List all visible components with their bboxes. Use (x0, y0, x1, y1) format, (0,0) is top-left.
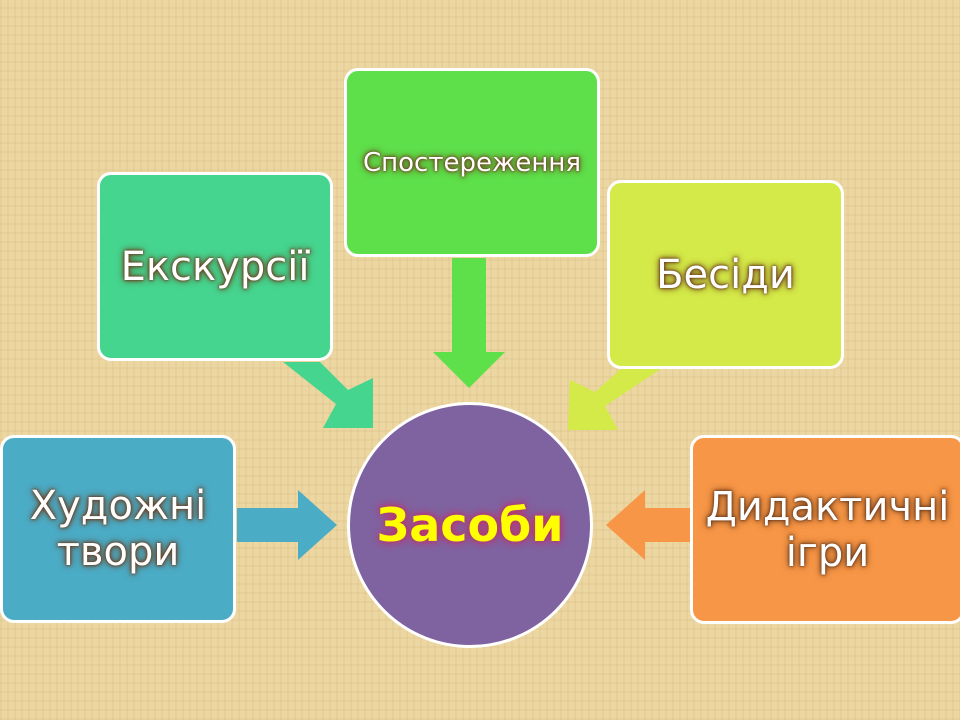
node-label: Спостереження (362, 148, 582, 178)
node-khudozhni-tvory: Художні твори (0, 435, 236, 623)
node-label: Дидактичні ігри (705, 483, 950, 576)
center-label: Засоби (376, 498, 564, 552)
node-label: Екскурсії (120, 243, 310, 290)
node-besidy: Бесіди (607, 180, 844, 369)
node-dydaktychni-igry: Дидактичні ігри (690, 435, 960, 624)
arrow-from-khudozhni (237, 490, 337, 560)
node-ekskursii: Екскурсії (97, 172, 333, 361)
node-label: Художні твори (29, 483, 207, 575)
arrow-from-ekskursii (283, 362, 373, 428)
node-label: Бесіди (656, 251, 795, 298)
center-circle: Засоби (347, 402, 593, 648)
arrow-from-dydaktychni (606, 490, 690, 560)
node-sposterezhennia: Спостереження (344, 68, 600, 257)
arrow-from-sposterezhennia (433, 258, 505, 388)
arrow-from-besidy (568, 368, 662, 430)
